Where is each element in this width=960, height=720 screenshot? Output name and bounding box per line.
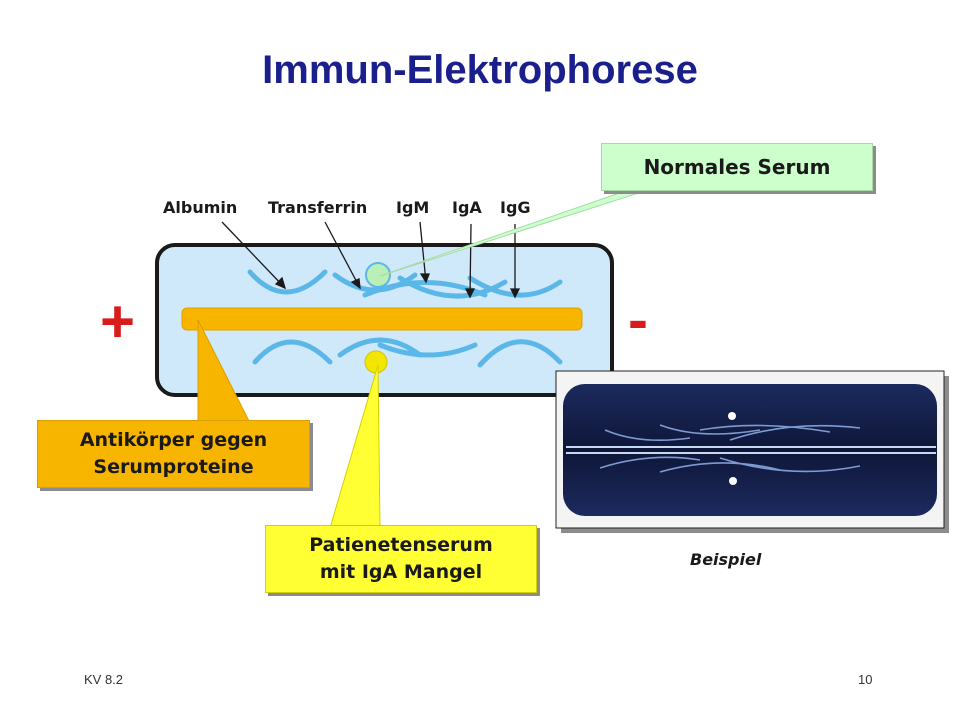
antibody-callout: Antikörper gegen Serumproteine: [37, 420, 310, 488]
anode-sign: +: [100, 288, 136, 355]
lower-precipitation-arcs: [252, 337, 563, 368]
label-igm: IgM: [396, 198, 430, 217]
footer-left: KV 8.2: [84, 672, 124, 687]
label-igg: IgG: [500, 198, 531, 217]
lower-igm-arc: [377, 342, 478, 358]
patient-label-line2: mit IgA Mangel: [319, 561, 483, 583]
cathode-sign: -: [628, 286, 648, 353]
patient-serum-well: [364, 350, 388, 374]
page-number: 10: [858, 672, 873, 687]
electrophoresis-photo: [555, 370, 949, 533]
albumin-arc: [247, 269, 328, 295]
normal-serum-callout: Normales Serum: [601, 143, 873, 191]
protein-pointer-arrows: [221, 221, 521, 299]
antibody-label-line1: Antikörper gegen: [79, 429, 268, 451]
patient-callout: Patienetenserum mit IgA Mangel: [265, 525, 537, 593]
photo-caption: Beispiel: [690, 550, 762, 569]
normal-serum-well: [365, 262, 391, 288]
antibody-trough: [181, 307, 583, 331]
lower-albumin-arc: [252, 339, 333, 365]
lower-igg-arc: [477, 339, 563, 368]
igg-arc: [467, 275, 563, 298]
antibody-label-line2: Serumproteine: [93, 456, 254, 478]
normal-serum-label: Normales Serum: [643, 155, 831, 179]
label-transferrin: Transferrin: [268, 198, 368, 217]
page-title: Immun-Elektrophorese: [262, 48, 698, 92]
label-iga: IgA: [452, 198, 482, 217]
patient-label-line1: Patienetenserum: [309, 534, 493, 556]
lower-transferrin-arc: [337, 337, 423, 358]
label-albumin: Albumin: [163, 198, 238, 217]
